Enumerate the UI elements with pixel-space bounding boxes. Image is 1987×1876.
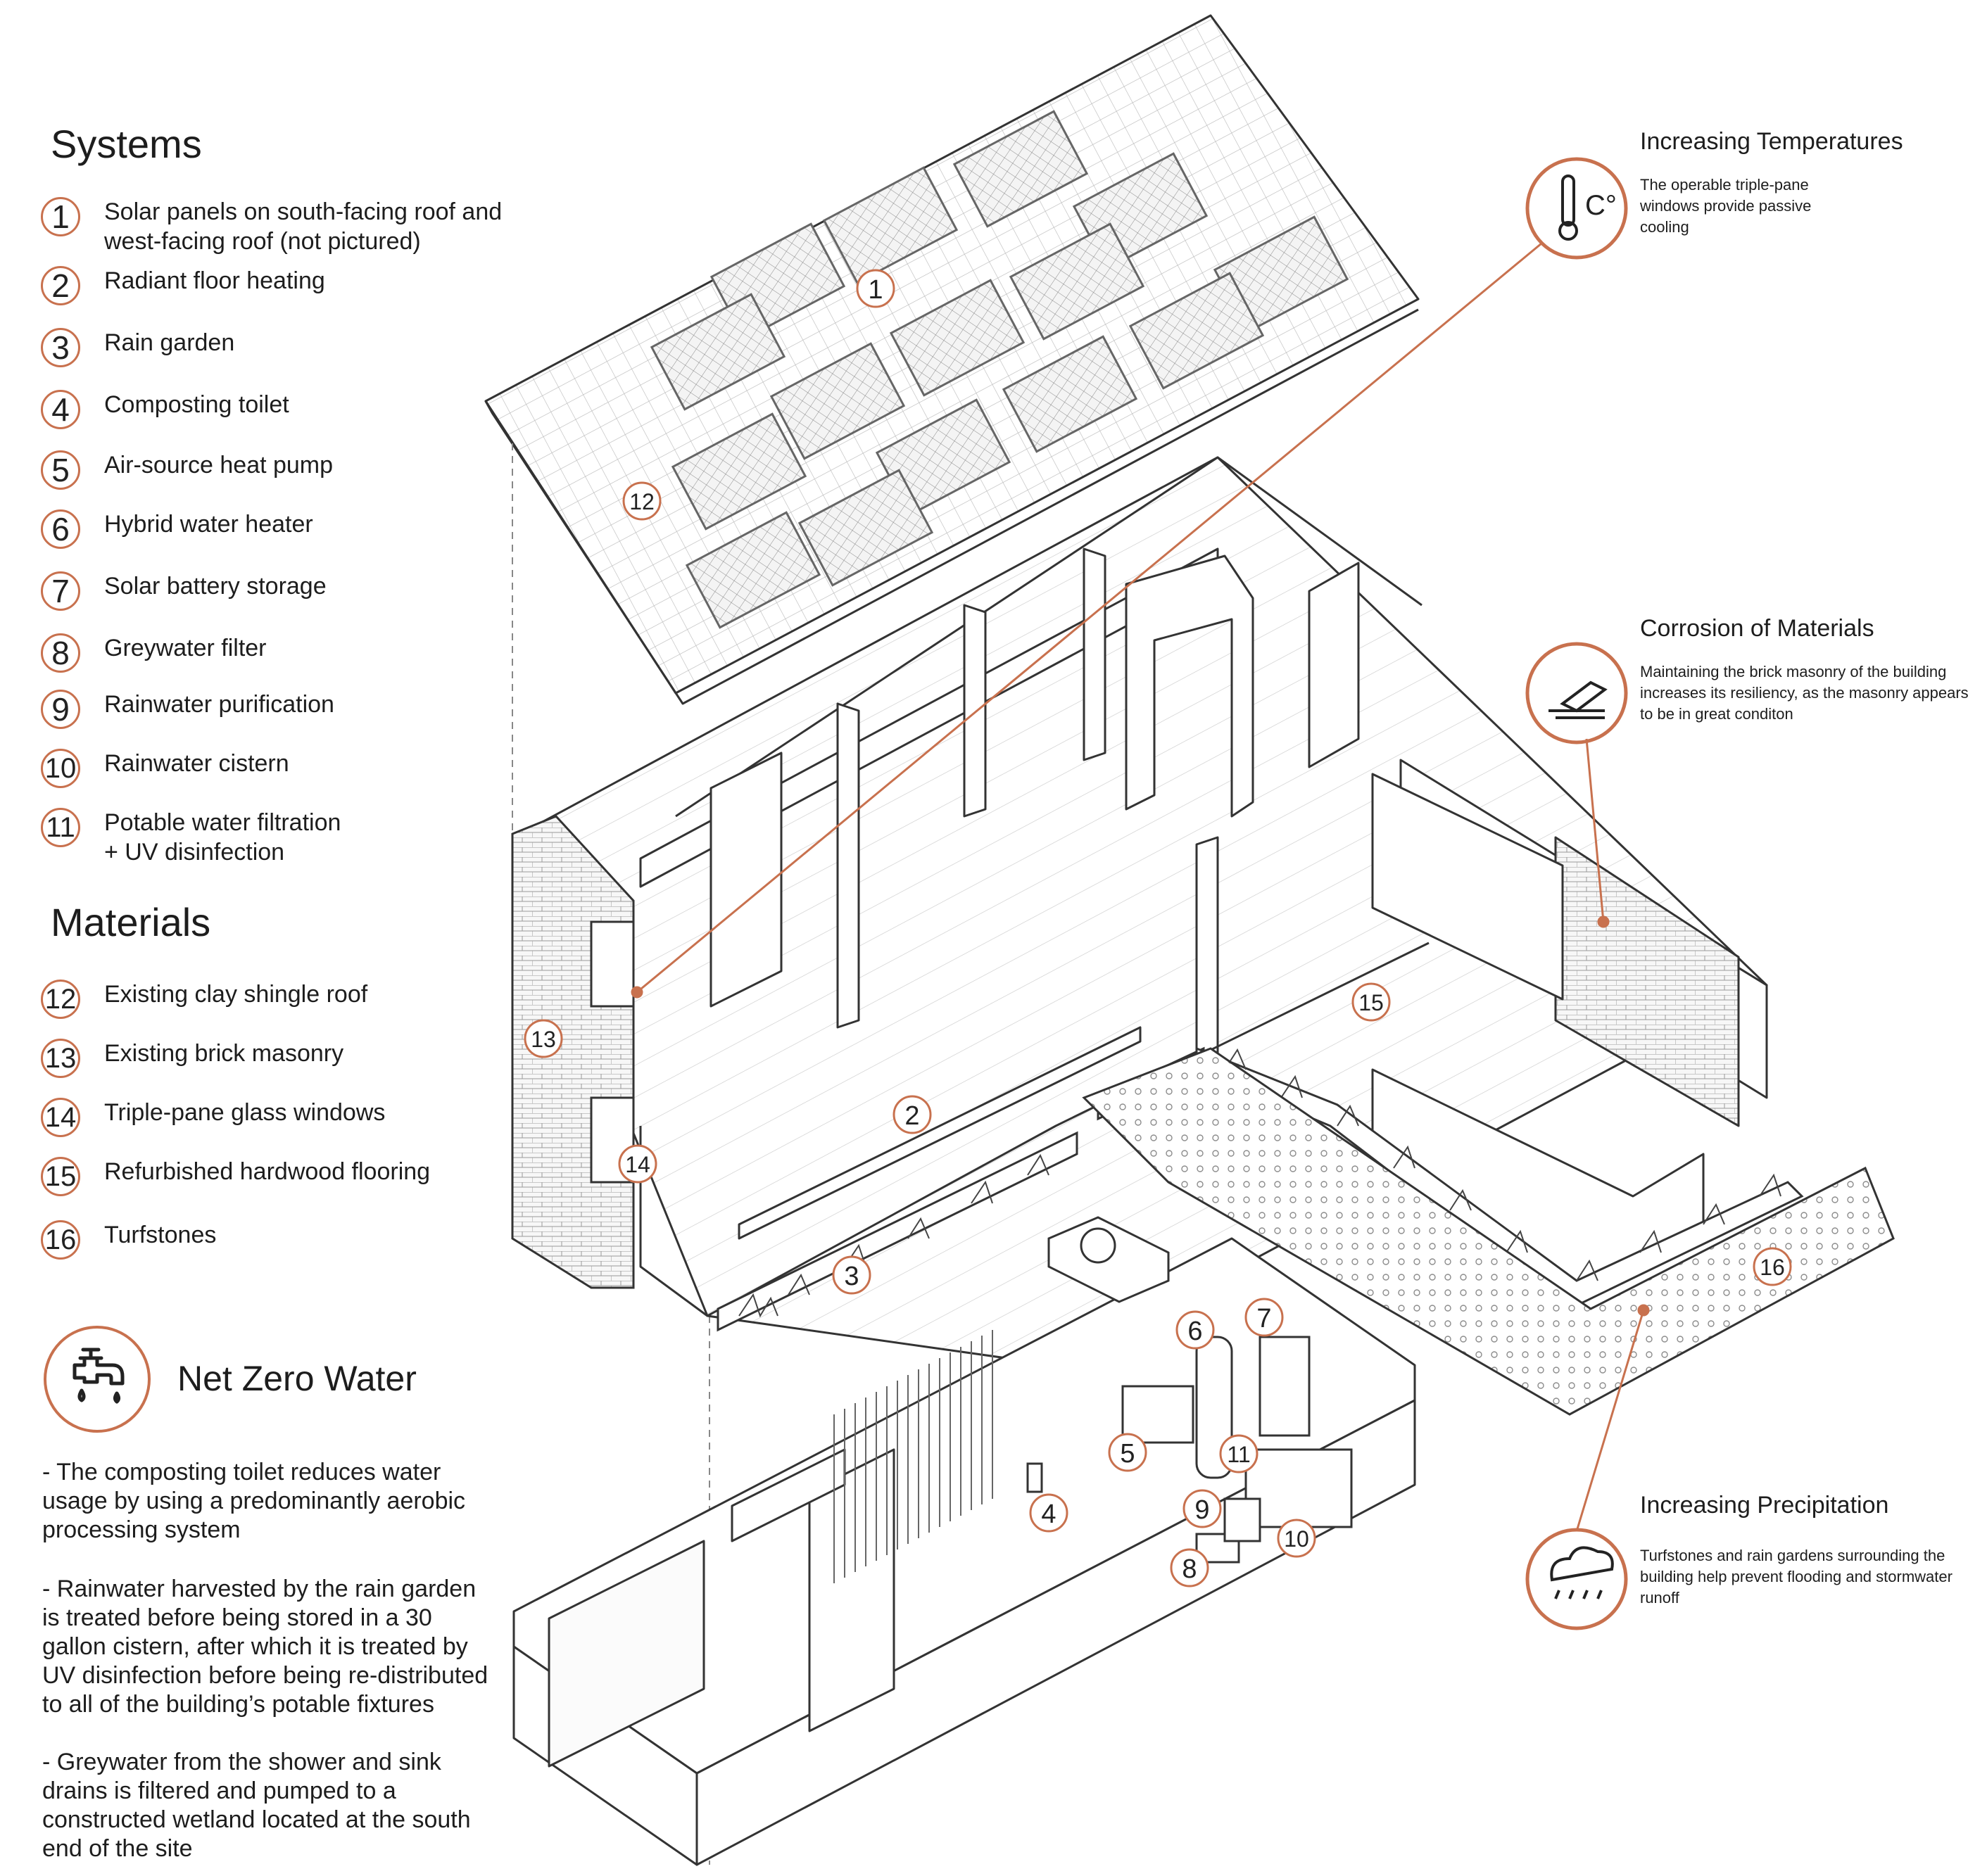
diagram-marker-labels: 1 2 3 4 5 6 7 8 9 10 11 12 13 14 15 16 [531,275,1785,1584]
badge: 15 [41,1157,80,1196]
badge: 4 [41,390,80,429]
badge: 16 [41,1220,80,1260]
marker-11: 11 [1227,1442,1250,1467]
marker-8: 8 [1182,1554,1197,1584]
callout-title-corrosion: Corrosion of Materials [1640,615,1874,642]
rain-cloud-icon [1525,1528,1628,1630]
badge: 7 [41,571,80,611]
marker-13: 13 [531,1027,556,1052]
marker-9: 9 [1194,1495,1209,1525]
planters [717,1046,1804,1332]
plants [738,1048,1781,1318]
marker-15: 15 [1358,990,1384,1015]
faucet-icon [44,1326,151,1433]
net-zero-paragraph-1: - The composting toilet reduces water us… [42,1459,466,1543]
legend-item-9: 9 Rainwater purification [41,690,334,729]
legend-item-13: 13 Existing brick masonry [41,1039,343,1078]
legend-item-5: 5 Air-source heat pump [41,450,333,490]
legend-item-8: 8 Greywater filter [41,633,267,673]
badge: 1 [41,197,80,236]
legend-label: Hybrid water heater [104,511,313,538]
marker-1: 1 [868,275,883,305]
net-zero-paragraph-3: - Greywater from the shower and sink dra… [42,1749,471,1862]
net-zero-title: Net Zero Water [177,1359,417,1398]
legend-item-12: 12 Existing clay shingle roof [41,980,367,1019]
callout-title-precipitation: Increasing Precipitation [1640,1492,1889,1519]
badge: 13 [41,1039,80,1078]
marker-10: 10 [1284,1526,1309,1552]
diagram-markers [524,269,1792,1587]
legend-label: Composting toilet [104,391,289,418]
badge: 14 [41,1098,80,1137]
legend-label: Radiant floor heating [104,267,325,294]
radiator [833,1330,993,1583]
marker-12: 12 [629,489,655,514]
legend-label: Existing brick masonry [104,1040,344,1067]
dashed-guides [512,443,710,1865]
legend-item-7: 7 Solar battery storage [41,571,327,611]
legend-item-16: 16 Turfstones [41,1220,216,1260]
legend-label: Greywater filter [104,635,267,661]
legend-label: Potable water filtration + UV disinfecti… [104,809,341,866]
ground-floor [512,456,1768,1367]
basement [512,1237,1416,1866]
legend-item-15: 15 Refurbished hardwood flooring [41,1157,430,1196]
legend-item-6: 6 Hybrid water heater [41,509,313,549]
net-zero-paragraph-2: - Rainwater harvested by the rain garden… [42,1576,488,1718]
callout-text-temperatures: The operable triple-pane windows provide… [1640,176,1812,236]
systems-title: Systems [51,122,202,166]
marker-16: 16 [1760,1255,1785,1280]
legend-label: Solar panels on south-facing roof and we… [104,198,503,255]
legend-label: Rainwater cistern [104,750,289,777]
leader-lines [631,242,1650,1532]
legend-item-14: 14 Triple-pane glass windows [41,1098,385,1137]
turfstones [1082,1047,1895,1416]
marker-6: 6 [1187,1317,1202,1346]
legend-label: Existing clay shingle roof [104,981,368,1008]
roof [484,14,1420,705]
badge: 5 [41,450,80,490]
legend-item-1: 1 Solar panels on south-facing roof and … [41,197,502,256]
svg-text:C°: C° [1585,190,1617,221]
legend-label: Rainwater purification [104,691,334,718]
legend-label: Rain garden [104,329,235,356]
legend-item-3: 3 Rain garden [41,328,234,367]
badge: 2 [41,266,80,305]
materials-title: Materials [51,900,211,944]
solar-panels [650,110,1349,629]
badge: 8 [41,633,80,673]
legend-label: Triple-pane glass windows [104,1099,386,1126]
marker-3: 3 [844,1262,859,1291]
legend-item-10: 10 Rainwater cistern [41,749,289,788]
corrosion-icon [1525,642,1628,744]
badge: 10 [41,749,80,788]
badge: 9 [41,690,80,729]
badge: 12 [41,980,80,1019]
callout-title-temperatures: Increasing Temperatures [1640,128,1903,155]
legend-item-11: 11 Potable water filtration + UV disinfe… [41,808,341,867]
marker-4: 4 [1041,1500,1056,1529]
marker-7: 7 [1256,1304,1271,1333]
marker-14: 14 [625,1152,650,1177]
legend-item-2: 2 Radiant floor heating [41,266,325,305]
legend-label: Turfstones [104,1222,217,1248]
legend-label: Solar battery storage [104,573,327,600]
legend-item-4: 4 Composting toilet [41,390,289,429]
thermometer-icon: C° [1525,157,1628,260]
callout-text-corrosion: Maintaining the brick masonry of the bui… [1640,663,1969,723]
badge: 6 [41,509,80,549]
legend-label: Air-source heat pump [104,452,334,478]
brick-wall [511,815,635,1289]
marker-2: 2 [904,1101,919,1131]
legend-label: Refurbished hardwood flooring [104,1158,431,1185]
badge: 11 [41,808,80,847]
mechanical-equipment [1026,1216,1353,1564]
marker-5: 5 [1120,1439,1135,1469]
callout-text-precipitation: Turfstones and rain gardens surrounding … [1640,1547,1953,1606]
badge: 3 [41,328,80,367]
